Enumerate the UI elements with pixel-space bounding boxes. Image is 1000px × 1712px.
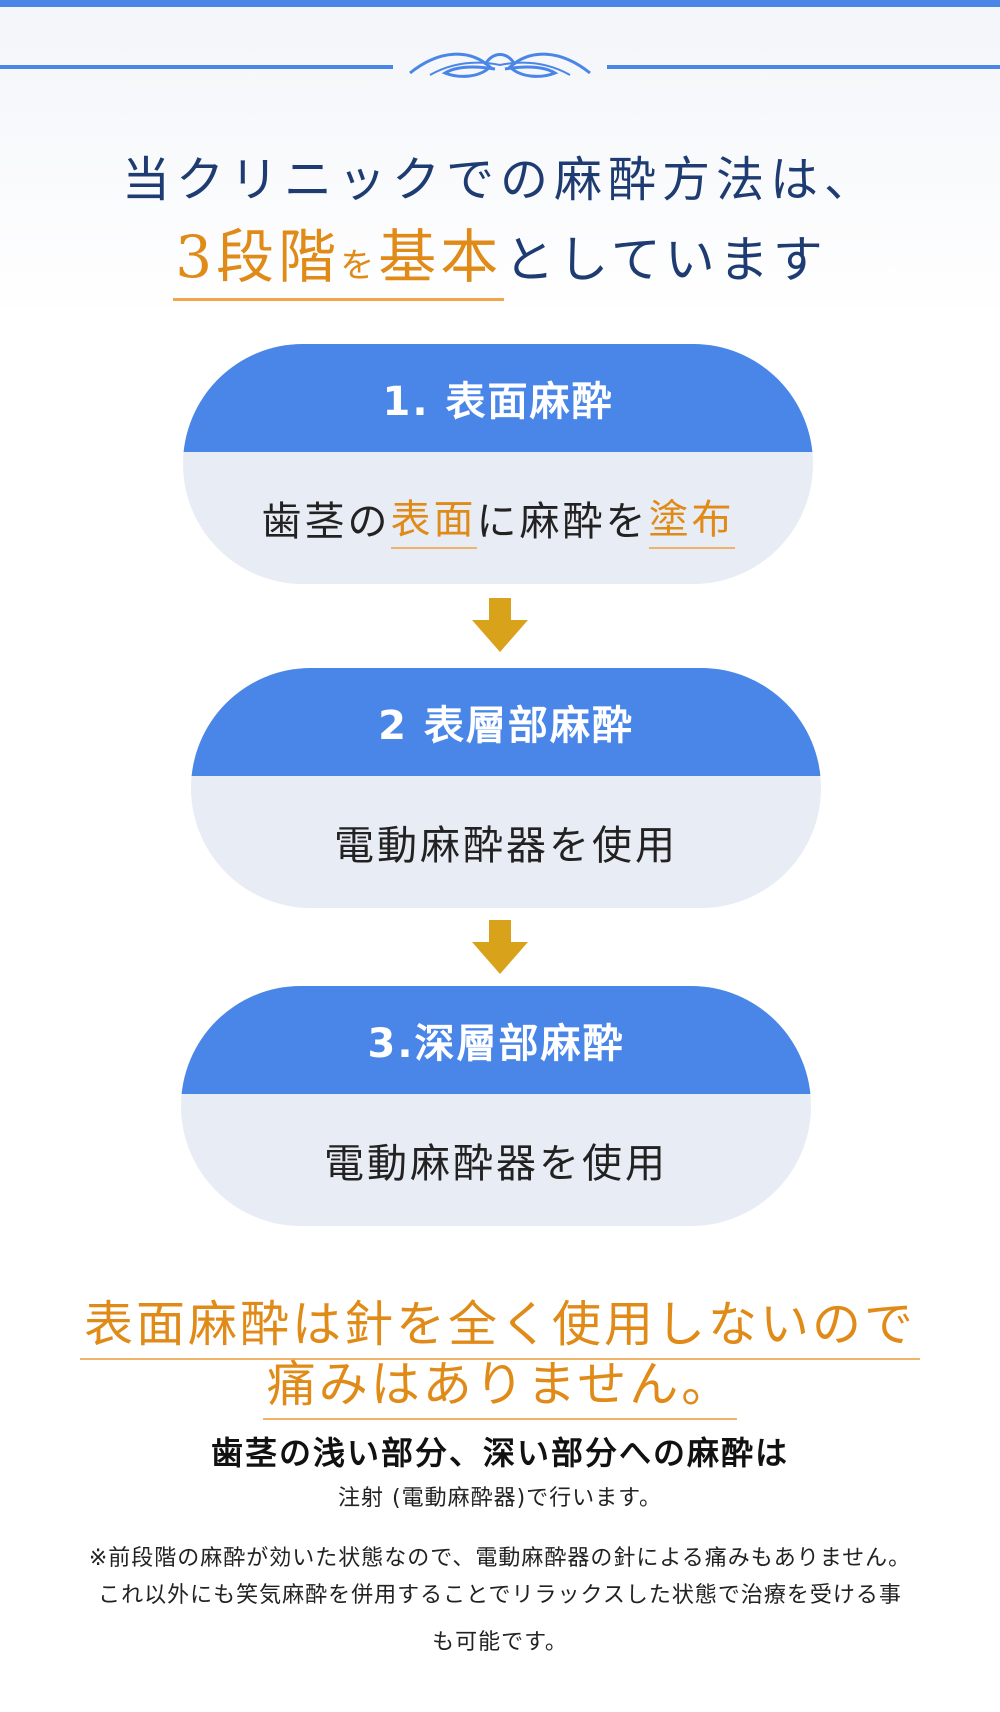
sub-heading: 歯茎の浅い部分、深い部分への麻酔は: [210, 1434, 789, 1472]
lead-line-1: 表面麻酔は針を全く使用しないので: [0, 1285, 1000, 1360]
heading-emphasis-particle: を: [340, 246, 379, 286]
step-2-body: 電動麻酔器を使用: [334, 823, 678, 869]
heading-line-1: 当クリニックでの麻酔方法は、: [121, 152, 878, 208]
heading-line-2-rest: としています: [504, 231, 827, 289]
step-1-body-text: 歯茎の: [261, 499, 391, 545]
step-1-highlight-surface: 表面: [390, 487, 477, 549]
heading-emphasis-basic: 基本: [378, 223, 503, 291]
lead-line-2-text: 痛みはありません。: [262, 1345, 738, 1420]
divider-line-left: [0, 65, 393, 69]
ornamental-divider: [0, 52, 1000, 79]
step-card-3: 3.深層部麻酔 電動麻酔器を使用: [181, 986, 811, 1226]
arrow-down-icon: [472, 920, 528, 974]
divider-line-right: [607, 65, 1000, 69]
step-1-body-text: に麻酔を: [476, 499, 649, 545]
heading-emphasis-3-steps: 3段階: [175, 223, 341, 291]
arrow-down-icon: [472, 598, 528, 652]
step-1-body: 歯茎の表面に麻酔を塗布: [183, 452, 813, 584]
heading-line-2: 3段階を基本としています: [0, 210, 1000, 301]
step-3-body: 電動麻酔器を使用: [324, 1141, 668, 1187]
step-card-2: 2 表層部麻酔 電動麻酔器を使用: [191, 668, 821, 908]
step-1-highlight-apply: 塗布: [648, 487, 735, 549]
heading-emphasis: 3段階を基本: [173, 210, 505, 301]
flourish-ornament-icon: [409, 52, 591, 78]
step-3-title: 3.深層部麻酔: [181, 986, 811, 1094]
step-1-title: 1. 表面麻酔: [183, 344, 813, 452]
note-line-2: これ以外にも笑気麻酔を併用することでリラックスした状態で治療を受ける事: [98, 1583, 902, 1608]
note-line-1: ※前段階の麻酔が効いた状態なので、電動麻酔器の針による痛みもありません。: [88, 1546, 912, 1571]
step-card-1: 1. 表面麻酔 歯茎の表面に麻酔を塗布: [183, 344, 813, 584]
top-accent-bar: [0, 0, 1000, 7]
note-line-3: も可能です。: [432, 1630, 568, 1655]
lead-line-1-text: 表面麻酔は針を全く使用しないので: [79, 1285, 920, 1360]
sub-text: 注射 (電動麻酔器)で行います。: [338, 1486, 662, 1511]
lead-line-2: 痛みはありません。: [0, 1345, 1000, 1420]
step-2-title: 2 表層部麻酔: [191, 668, 821, 776]
